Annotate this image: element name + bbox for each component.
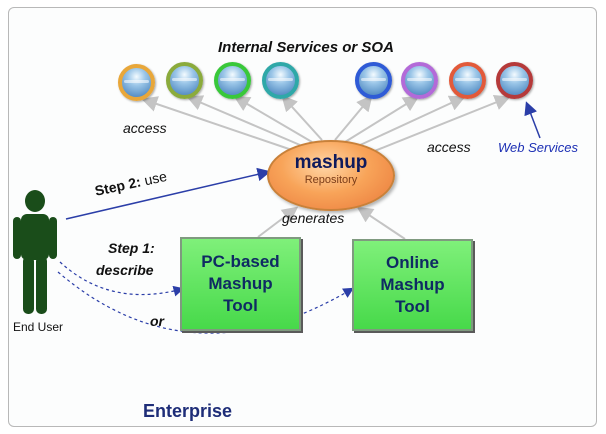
generates-label: generates <box>282 210 345 226</box>
arrow-to-service-2 <box>186 95 301 146</box>
arrow-to-service-1 <box>141 96 293 151</box>
enterprise-label: Enterprise <box>143 401 233 421</box>
or-label: or <box>150 313 164 329</box>
web-services-arrow <box>524 101 541 139</box>
service-node-4 <box>262 62 299 99</box>
arrow-to-service-5 <box>334 94 373 141</box>
web-services-label: Web Services <box>498 140 578 155</box>
pc-tool-line3: Tool <box>223 296 258 315</box>
arrow-pc-tool-to-repository <box>257 206 299 238</box>
service-node-1 <box>118 64 155 101</box>
access-label-right: access <box>427 139 471 155</box>
mashup-repository: mashup Repository <box>267 140 395 211</box>
service-node-8 <box>496 62 533 99</box>
mashup-label: mashup <box>294 152 368 173</box>
arrow-to-service-4 <box>281 95 323 141</box>
internal-services-title: Internal Services or SOA <box>218 39 394 56</box>
online-tool-line3: Tool <box>395 297 430 316</box>
service-node-2 <box>166 62 203 99</box>
arrow-to-service-3 <box>233 95 313 143</box>
access-label-left: access <box>123 120 167 136</box>
pc-tool-line2: Mashup <box>208 274 273 293</box>
step1-describe-arrow <box>59 261 185 297</box>
service-node-6 <box>401 62 438 99</box>
online-tool-line1: Online <box>386 253 439 272</box>
end-user-icon <box>13 190 57 314</box>
pc-tool-line1: PC-based <box>201 252 280 271</box>
service-node-3 <box>214 62 251 99</box>
online-tool-arrow <box>57 271 355 334</box>
arrow-to-service-7 <box>357 95 466 147</box>
arrow-to-service-8 <box>371 95 511 153</box>
service-node-5 <box>355 62 392 99</box>
end-user-label: End User <box>13 320 64 334</box>
arrow-to-service-6 <box>344 95 420 143</box>
service-node-7 <box>449 62 486 99</box>
online-tool-line2: Mashup <box>380 275 445 294</box>
step1-label: Step 1: <box>108 240 155 256</box>
describe-label: describe <box>96 262 154 278</box>
step2-use-arrow <box>65 167 271 220</box>
arrow-online-tool-to-repository <box>356 206 406 240</box>
repository-label: Repository <box>304 174 358 186</box>
